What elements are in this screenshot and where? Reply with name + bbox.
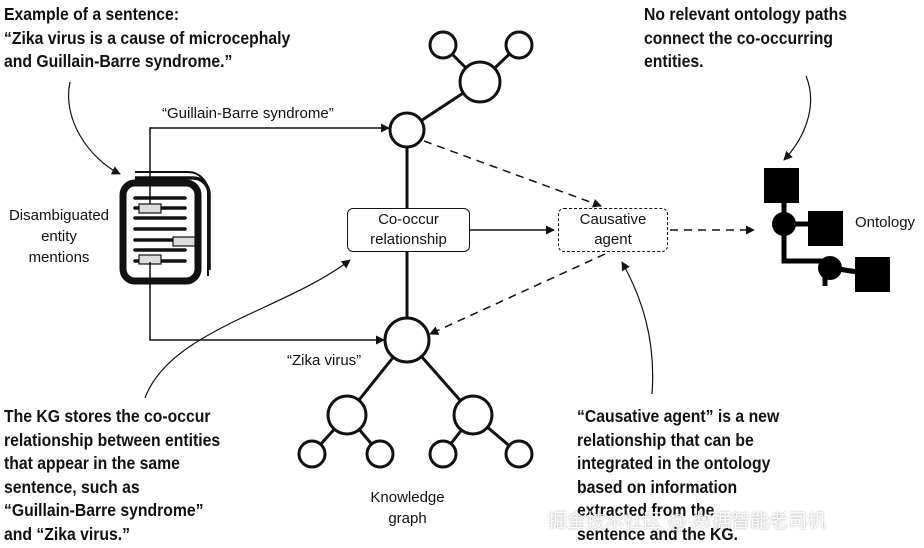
kg-nodes [297, 30, 534, 469]
kg-node [428, 439, 458, 469]
kg-node [504, 439, 534, 469]
ontology-node [855, 257, 890, 292]
callout-curves [68, 75, 812, 399]
no-ontology-paths-note: No relevant ontology paths connect the c… [644, 4, 848, 71]
zika-virus-label: “Zika virus” [287, 352, 362, 369]
kg-node [365, 439, 395, 469]
cooccur-relationship-box: Co-occur relationship [347, 208, 470, 252]
disambiguated-entity-mentions-label: Disambiguated entity mentions [8, 207, 110, 266]
kg-stores-note: The KG stores the co-occur relationship … [4, 406, 221, 544]
ontology-node [808, 211, 843, 246]
kg-node [452, 394, 494, 436]
watermark-text: 掘金技术社区 @ 数据智能老司机 [548, 510, 827, 532]
causative-box-line: Causative [579, 211, 647, 228]
ontology-node [772, 212, 796, 236]
ontology-node [764, 168, 799, 203]
kg-node [458, 60, 502, 104]
guillain-barre-label: “Guillain-Barre syndrome” [162, 105, 334, 122]
dashed-arrows [423, 140, 755, 335]
sentence-example-note: Example of a sentence: “Zika virus is a … [4, 4, 291, 71]
knowledge-graph-label: Knowledge graph [370, 489, 445, 527]
kg-node [326, 394, 368, 436]
kg-node [504, 30, 534, 60]
ontology-node [818, 256, 842, 280]
ontology-label: Ontology [855, 214, 916, 231]
causative-agent-box: Causative agent [558, 208, 668, 252]
kg-node [428, 30, 458, 60]
kg-node-zika-virus [383, 316, 431, 364]
cooccur-box-line: relationship [370, 231, 447, 248]
causative-agent-note: “Causative agent” is a new relationship … [577, 406, 780, 544]
document-icon [119, 171, 211, 285]
cooccur-box-line: Co-occur [378, 211, 439, 228]
causative-box-line: agent [594, 231, 632, 248]
solid-arrows [149, 123, 555, 345]
kg-node-guillain-barre [388, 111, 426, 149]
kg-node [297, 439, 327, 469]
ontology-graph [764, 168, 890, 292]
